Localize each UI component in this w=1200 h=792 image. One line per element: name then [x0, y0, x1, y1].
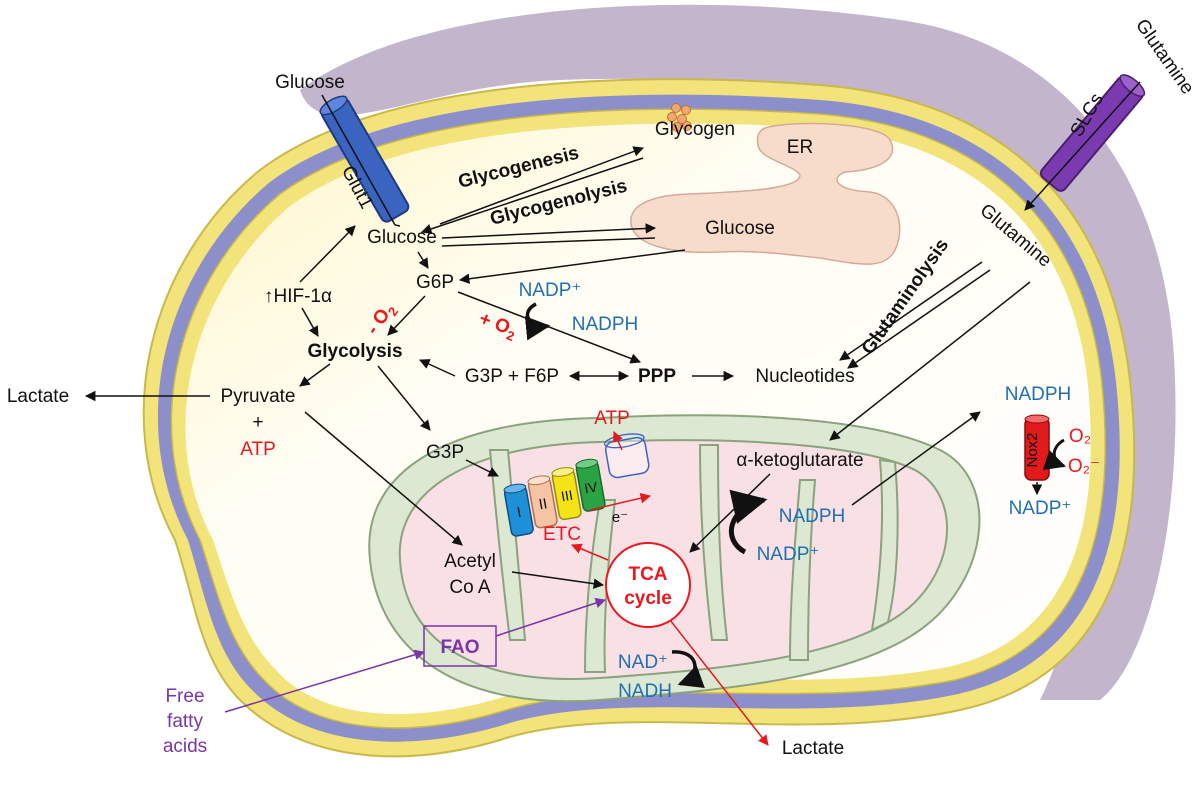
slc-channel-line	[1024, 81, 1141, 211]
g3p-label: G3P	[426, 442, 464, 463]
hif-label: ↑HIF-1α	[264, 286, 332, 307]
etc-label: ETC	[543, 524, 581, 545]
tca-label: TCA	[628, 564, 667, 585]
free-label: Free	[165, 686, 204, 707]
complex-iii-label: III	[560, 487, 574, 505]
nucleotides-label: Nucleotides	[755, 366, 854, 387]
complex-iv-label: IV	[583, 478, 599, 496]
atp-mito-label: ATP	[594, 408, 630, 429]
hif-to-glycolysis-arrow	[301, 307, 319, 337]
fao-to-tca-arrow	[495, 597, 606, 637]
plus-sign: +	[252, 412, 263, 433]
glut1-transporter	[319, 95, 410, 223]
g6p-to-glycolysis-arrow	[387, 295, 426, 336]
mito-nadph-to-nox-arrow	[851, 411, 981, 506]
er-label: ER	[787, 137, 813, 158]
mitochondrial-cristae	[488, 444, 899, 673]
nox-nadph-label: NADPH	[1005, 384, 1072, 405]
g6p-label: G6P	[416, 272, 454, 293]
complex-iii: III	[551, 467, 582, 521]
lactate-left-label: Lactate	[7, 386, 69, 407]
cycle-label: cycle	[624, 588, 672, 609]
nox-o2-curve-arrow	[1042, 438, 1066, 470]
atp-synthase	[603, 433, 650, 479]
glucose-cytoplasm-label: Glucose	[367, 227, 437, 248]
glycogen-granules-icon	[667, 103, 692, 132]
glutamine-to-akg-arrow	[829, 281, 1031, 441]
fatty-label: fatty	[167, 711, 203, 732]
nadh-label: NADH	[618, 681, 672, 702]
etc-complexes: I II III IV	[503, 433, 650, 537]
complex-iv: IV	[575, 458, 606, 512]
hif-to-glut1-arrow	[299, 225, 356, 283]
alpha-kg-label: α-ketoglutarate	[736, 450, 863, 471]
er-to-glucose-arrow	[441, 237, 656, 247]
slc-transporter	[1039, 74, 1146, 192]
glycogenesis-arrow	[439, 146, 644, 225]
glucose-outside-label: Glucose	[275, 72, 345, 93]
glycolysis-to-g3p-arrow	[377, 365, 431, 431]
coa-label: Co A	[449, 577, 491, 598]
ffa-to-fao-arrow	[224, 649, 426, 713]
g3p-to-etc-arrow	[465, 459, 499, 477]
etc-electron-arrow	[589, 493, 652, 511]
ppp-nadp-plus-label: NADP⁺	[519, 280, 582, 301]
complex-ii: II	[527, 475, 558, 529]
acids-label: acids	[163, 736, 207, 757]
fao-box	[423, 625, 497, 667]
acetylcoa-to-tca-arrow	[511, 571, 605, 589]
mito-nadp-plus-label: NADP⁺	[757, 544, 820, 565]
tca-cycle-circle	[605, 542, 691, 628]
nox2-label: Nox2	[1024, 432, 1041, 467]
glycolysis-to-pyruvate-arrow	[299, 363, 331, 387]
plus-o2-subscript: 2	[505, 328, 517, 345]
glucose-to-er-arrow	[441, 223, 657, 239]
mito-nadph-label: NADPH	[779, 506, 846, 527]
g3p-f6p-label: G3P + F6P	[465, 366, 559, 387]
nox-o2-label: O₂	[1069, 426, 1091, 447]
er-to-g6p-arrow	[458, 249, 686, 284]
g3pf6p-to-glycolysis-arrow	[419, 359, 456, 377]
mito-nadp-curve-arrow	[728, 489, 768, 555]
complex-i-label: I	[516, 504, 523, 521]
acetyl-label: Acetyl	[444, 551, 496, 572]
glutaminolysis-arrow-1	[839, 261, 983, 361]
glycogenolysis-arrow	[421, 157, 644, 234]
nad-curve-arrow	[671, 650, 705, 688]
glut1-to-glucose-arrow	[394, 224, 401, 227]
glutaminolysis-arrow-2	[847, 269, 991, 369]
pyruvate-to-acetylcoa-arrow	[304, 411, 463, 546]
etc-to-atp-arrow	[613, 431, 623, 451]
nox2-enzyme: Nox2	[1024, 414, 1050, 481]
complex-i: I	[503, 483, 534, 537]
tca-to-lactate-arrow	[669, 619, 769, 746]
er-organelle	[630, 122, 901, 265]
glucose-to-g6p-arrow	[417, 251, 429, 269]
electron-label: e⁻	[612, 509, 628, 526]
atp-left-label: ATP	[240, 439, 276, 460]
pyruvate-label: Pyruvate	[221, 386, 296, 407]
ppp-nadph-label: NADPH	[572, 314, 639, 335]
glycogen-label: Glycogen	[655, 119, 735, 140]
fao-label: FAO	[440, 637, 479, 658]
glycolysis-label: Glycolysis	[307, 341, 402, 362]
ppp-label: PPP	[638, 366, 676, 387]
er-glucose-label: Glucose	[705, 218, 775, 239]
nad-plus-label: NAD⁺	[618, 652, 668, 673]
nox-nadp-plus-label: NADP⁺	[1009, 498, 1072, 519]
lactate-bottom-label: Lactate	[782, 738, 844, 759]
ppp-nadp-curve-arrow	[524, 302, 551, 341]
glut1-channel-line	[321, 94, 396, 226]
nox-o2minus-label: O₂⁻	[1068, 456, 1100, 477]
tca-to-etc-arrow	[571, 543, 609, 561]
complex-ii-label: II	[538, 495, 549, 513]
